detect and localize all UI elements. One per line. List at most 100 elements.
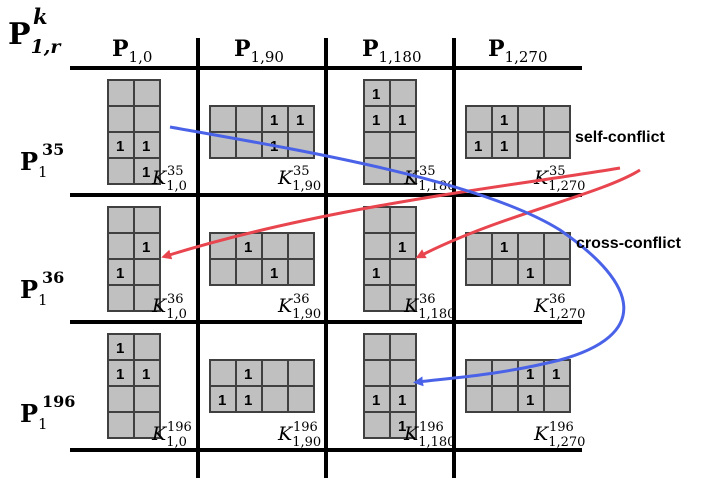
kernel-label-0-0: K1,0 (151, 167, 187, 194)
kernel-cell (209, 258, 237, 286)
kernel-cell (389, 79, 417, 107)
kernel-cell (389, 333, 417, 361)
kernel-cell (261, 232, 289, 260)
kernel-label-1-0: K1,0 (151, 295, 187, 322)
kernel-cell (235, 105, 263, 133)
kernel-cell (133, 258, 161, 286)
row-header-sup-0: 35 (42, 140, 64, 159)
kernel-cell (543, 105, 571, 133)
kernel-label-sup-0-1: 35 (293, 164, 310, 179)
kernel-cell (261, 359, 289, 387)
kernel-cell (465, 258, 493, 286)
kernel-cell (517, 232, 545, 260)
column-header-3: P1,270 (488, 36, 548, 66)
kernel-one: 1 (372, 265, 380, 282)
kernel-one: 1 (372, 392, 380, 409)
kernel-cell (107, 79, 135, 107)
kernel-1-0: 11 (107, 206, 161, 312)
kernel-one: 1 (500, 138, 508, 155)
cross-conflict-arrow-1 (169, 125, 626, 387)
kernel-cell (133, 333, 161, 361)
kernel-cell (465, 232, 493, 260)
kernel-one: 1 (244, 239, 252, 256)
kernel-label-1-2: K1,180 (403, 295, 455, 322)
kernel-cell (209, 105, 237, 133)
kernel-cell (363, 333, 391, 361)
kernel-cell (465, 385, 493, 413)
row-header-0: P1 (20, 147, 48, 181)
kernel-one: 1 (244, 366, 252, 383)
kernel-label-1-1: K1,90 (277, 295, 321, 322)
kernel-one: 1 (474, 138, 482, 155)
kernel-one: 1 (116, 138, 124, 155)
arrows (161, 125, 641, 387)
column-header-1: P1,90 (234, 36, 284, 66)
kernel-label-sup-2-3: 196 (549, 420, 574, 435)
kernel-cell (287, 131, 315, 159)
kernel-cell (107, 333, 135, 361)
kernel-one: 1 (398, 392, 406, 409)
kernel-cell (209, 359, 237, 387)
kernel-cell (363, 359, 391, 387)
column-header-2: P1,180 (362, 36, 422, 66)
kernel-cell (389, 411, 417, 439)
kernel-cell (261, 385, 289, 413)
kernel-label-1-3: K1,270 (533, 295, 585, 322)
corner-label: P1,r (8, 17, 62, 58)
kernel-cell (363, 206, 391, 234)
kernel-cell (543, 385, 571, 413)
kernel-cell (363, 411, 391, 439)
kernel-cell (543, 258, 571, 286)
kernel-cell (133, 206, 161, 234)
kernel-one: 1 (142, 239, 150, 256)
kernel-label-sup-1-2: 36 (419, 292, 436, 307)
kernel-cell (363, 131, 391, 159)
kernel-cell (235, 258, 263, 286)
kernel-cell (133, 79, 161, 107)
kernel-cell (133, 232, 161, 260)
kernel-cell (389, 206, 417, 234)
kernel-one: 1 (142, 138, 150, 155)
kernel-cell (235, 131, 263, 159)
grid-lines (70, 38, 582, 478)
kernel-one: 1 (372, 86, 380, 103)
kernel-cell (133, 411, 161, 439)
kernel-label-sup-0-0: 35 (167, 164, 184, 179)
kernel-label-2-1: K1,90 (277, 423, 321, 450)
kernel-cell (491, 385, 519, 413)
kernel-label-2-0: K1,0 (151, 423, 187, 450)
kernel-label-0-1: K1,90 (277, 167, 321, 194)
cross-conflict-label: cross-conflict (576, 235, 682, 252)
kernel-cell (133, 284, 161, 312)
kernel-one: 1 (270, 265, 278, 282)
kernel-cell (517, 131, 545, 159)
kernel-1-3: 11 (465, 232, 571, 286)
row-header-1: P1 (20, 275, 48, 309)
kernel-cell (491, 258, 519, 286)
kernel-cell (287, 385, 315, 413)
corner-sub: 1,r (31, 36, 63, 58)
self-conflict-arrow-1 (161, 166, 621, 260)
kernel-one: 1 (500, 112, 508, 129)
kernel-cell (133, 131, 161, 159)
kernel-cell (107, 206, 135, 234)
kernel-cell (133, 157, 161, 185)
kernel-one: 1 (372, 112, 380, 129)
kernel-1-2: 11 (363, 206, 417, 312)
kernel-cell (133, 385, 161, 413)
kernel-cell (389, 359, 417, 387)
kernel-cell (287, 258, 315, 286)
kernel-one: 1 (142, 164, 150, 181)
kernel-1-1: 11 (209, 232, 315, 286)
kernel-cell (363, 157, 391, 185)
kernel-cell (287, 232, 315, 260)
kernel-cell (235, 385, 263, 413)
kernel-one: 1 (116, 366, 124, 383)
